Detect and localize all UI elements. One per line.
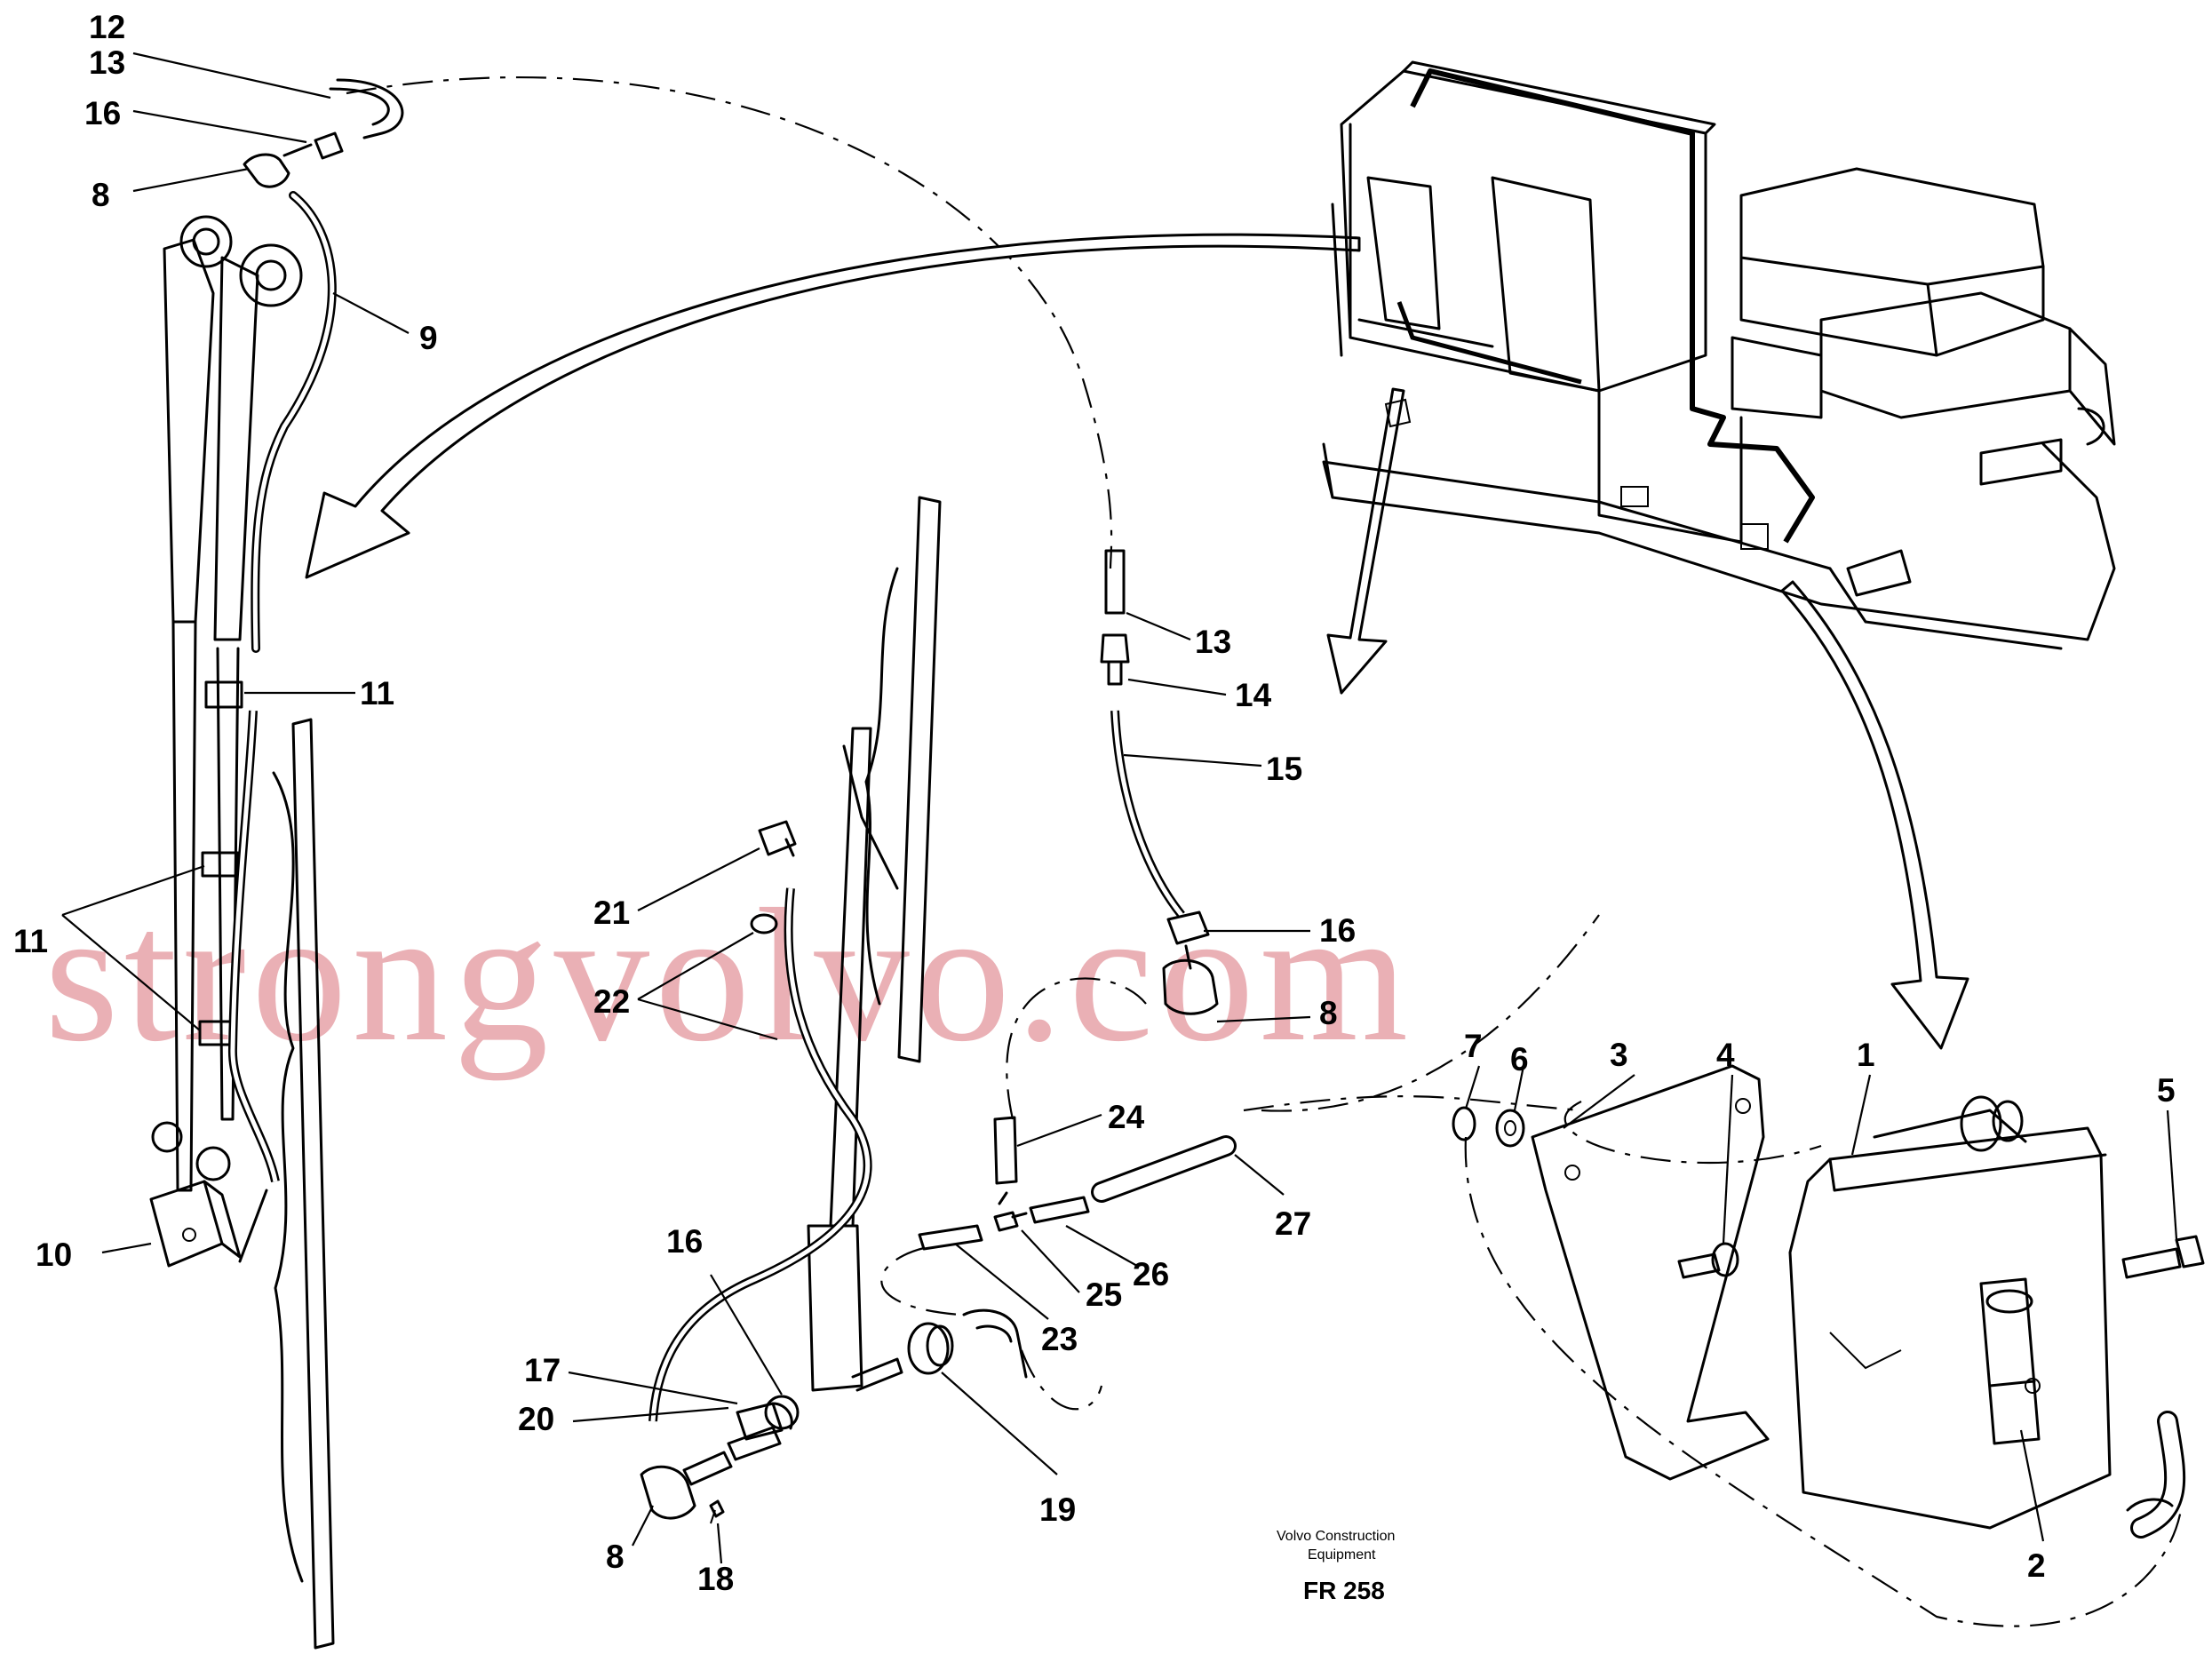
left-wiper-assembly	[149, 78, 404, 1650]
label-12: 12	[89, 9, 125, 45]
label-3: 3	[1610, 1037, 1628, 1073]
label-20: 20	[518, 1401, 554, 1437]
label-2: 2	[2027, 1547, 2046, 1584]
label-27: 27	[1275, 1205, 1311, 1242]
label-16-center: 16	[1319, 912, 1356, 949]
pointer-arrows	[305, 233, 1969, 1050]
label-21: 21	[593, 895, 630, 931]
label-7: 7	[1464, 1028, 1483, 1064]
label-11-top: 11	[360, 675, 394, 712]
center-wiper-assembly	[640, 496, 1237, 1524]
label-25: 25	[1086, 1276, 1122, 1313]
label-22: 22	[593, 983, 630, 1020]
label-23: 23	[1041, 1321, 1078, 1357]
figure-code: FR 258	[1303, 1577, 1385, 1604]
part-labels: 12 13 16 8 9 11 11 10 13 14 15 16 8 21 2…	[13, 9, 2176, 1597]
label-8-lower: 8	[606, 1539, 625, 1575]
tank-assembly	[1452, 1064, 2205, 1539]
label-10: 10	[36, 1237, 72, 1273]
label-13: 13	[89, 44, 125, 81]
leader-lines	[61, 52, 2178, 1564]
label-11-left: 11	[13, 923, 48, 959]
label-26: 26	[1133, 1256, 1169, 1292]
label-16-lower: 16	[666, 1223, 703, 1260]
arrow-to-left-wiper	[305, 233, 1361, 579]
label-18: 18	[697, 1561, 734, 1597]
credit-line-2: Equipment	[1308, 1547, 1376, 1563]
dash-curves	[346, 76, 2183, 1627]
label-9: 9	[419, 320, 438, 356]
label-4: 4	[1716, 1037, 1735, 1073]
label-15: 15	[1266, 751, 1302, 787]
label-8: 8	[92, 177, 110, 213]
label-24: 24	[1108, 1099, 1145, 1135]
label-6: 6	[1510, 1041, 1529, 1078]
label-8-center: 8	[1319, 995, 1338, 1031]
label-14: 14	[1235, 677, 1272, 713]
arrow-to-tank	[1780, 580, 1969, 1050]
arrow-down-front	[1326, 387, 1405, 695]
watermark-text: strongvolvo.com	[44, 869, 1413, 1081]
label-5: 5	[2157, 1072, 2176, 1109]
label-13-center: 13	[1195, 624, 1231, 660]
excavator-illustration	[1322, 60, 2116, 650]
label-1: 1	[1857, 1037, 1875, 1073]
label-16: 16	[84, 95, 121, 131]
label-19: 19	[1039, 1491, 1076, 1528]
label-17: 17	[524, 1352, 561, 1388]
credit-line-1: Volvo Construction	[1277, 1529, 1395, 1544]
